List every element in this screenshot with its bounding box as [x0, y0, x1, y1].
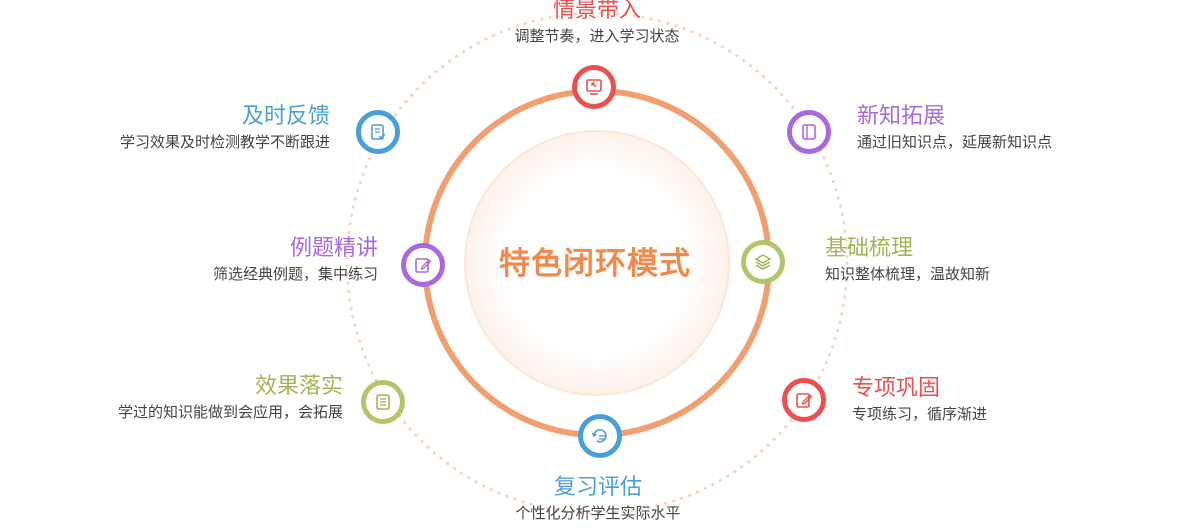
- label-implementation: 效果落实 学过的知识能做到会应用，会拓展: [60, 373, 343, 423]
- node-review: [578, 414, 622, 458]
- label-feedback: 及时反馈 学习效果及时检测教学不断跟进: [60, 103, 330, 153]
- step-desc: 专项练习，循序渐进: [852, 405, 988, 423]
- feedback-icon: [371, 124, 386, 140]
- step-desc: 调整节奏，进入学习状态: [514, 27, 680, 45]
- label-foundation: 基础梳理 知识整体梳理，温故知新: [825, 235, 990, 285]
- node-special-practice: [782, 378, 826, 422]
- step-title: 及时反馈: [241, 104, 330, 129]
- review-icon: [591, 428, 607, 443]
- inner-glow: [464, 130, 730, 396]
- step-title: 复习评估: [553, 475, 642, 500]
- node-implementation: [361, 380, 405, 424]
- node-example: [401, 243, 445, 287]
- layers-icon: [754, 254, 772, 270]
- step-desc: 知识整体梳理，温故知新: [825, 265, 991, 283]
- step-desc: 个性化分析学生实际水平: [515, 504, 681, 522]
- label-situational: 情景带入 调整节奏，进入学习状态: [497, 0, 697, 47]
- node-feedback: [356, 110, 400, 154]
- step-desc: 筛选经典例题，集中练习: [212, 265, 378, 283]
- step-title: 例题精讲: [289, 236, 378, 261]
- outer-dotted-ring: [345, 11, 849, 515]
- node-foundation: [741, 240, 785, 284]
- label-new-knowledge: 新知拓展 通过旧知识点，延展新知识点: [857, 103, 1052, 153]
- step-desc: 通过旧知识点，延展新知识点: [857, 133, 1053, 151]
- edit-icon: [796, 393, 813, 408]
- center-title: 特色闭环模式: [499, 246, 691, 282]
- step-title: 基础梳理: [825, 236, 914, 261]
- document-icon: [376, 394, 390, 410]
- step-title: 效果落实: [254, 374, 343, 399]
- label-special-practice: 专项巩固 专项练习，循序渐进: [852, 375, 987, 425]
- label-review: 复习评估 个性化分析学生实际水平: [480, 474, 716, 524]
- step-desc: 学过的知识能做到会应用，会拓展: [117, 403, 343, 421]
- step-title: 专项巩固: [852, 376, 941, 401]
- step-title: 情景带入: [552, 0, 641, 23]
- step-desc: 学习效果及时检测教学不断跟进: [119, 133, 330, 151]
- label-example: 例题精讲 筛选经典例题，集中练习: [160, 235, 378, 285]
- monitor-icon: [586, 79, 602, 95]
- pencil-icon: [415, 258, 432, 273]
- book-icon: [802, 124, 816, 140]
- node-new-knowledge: [787, 110, 831, 154]
- node-situational: [572, 65, 616, 109]
- step-title: 新知拓展: [857, 104, 946, 129]
